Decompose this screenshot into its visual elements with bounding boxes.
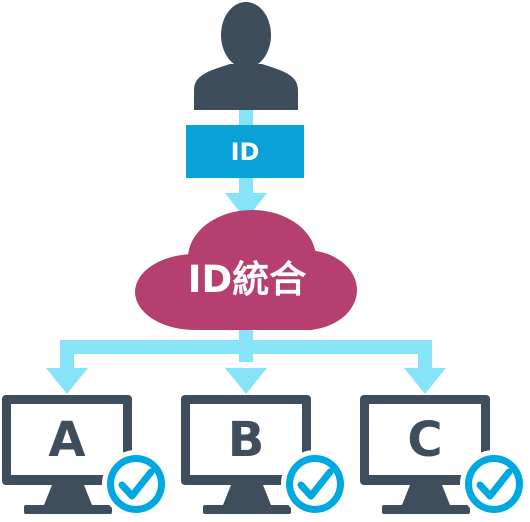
connector-drop-a (60, 340, 74, 370)
monitor-icon (181, 395, 311, 514)
system-a-label: A (48, 412, 85, 468)
system-c: C (360, 395, 528, 518)
connector-horizontal-bus (60, 340, 432, 354)
arrow-to-system-b (225, 368, 267, 394)
connectors (46, 104, 446, 394)
connector-id-to-cloud (239, 176, 253, 196)
system-b: B (181, 395, 349, 518)
monitor-icon (2, 395, 132, 514)
cloud-icon: ID統合 (135, 210, 357, 330)
id-box: ID (186, 125, 304, 178)
check-icon (281, 450, 349, 518)
connector-drop-c (418, 340, 432, 370)
system-c-label: C (407, 412, 442, 468)
check-icon (460, 450, 528, 518)
system-b-label: B (228, 412, 265, 468)
arrow-to-cloud (225, 193, 267, 220)
monitor-icon (360, 395, 490, 514)
cloud-label: ID統合 (188, 258, 306, 301)
arrow-to-system-a (46, 368, 88, 394)
id-label: ID (231, 138, 260, 166)
arrow-to-system-c (404, 368, 446, 394)
system-a: A (2, 395, 170, 518)
person-icon (194, 2, 298, 110)
check-icon (102, 450, 170, 518)
